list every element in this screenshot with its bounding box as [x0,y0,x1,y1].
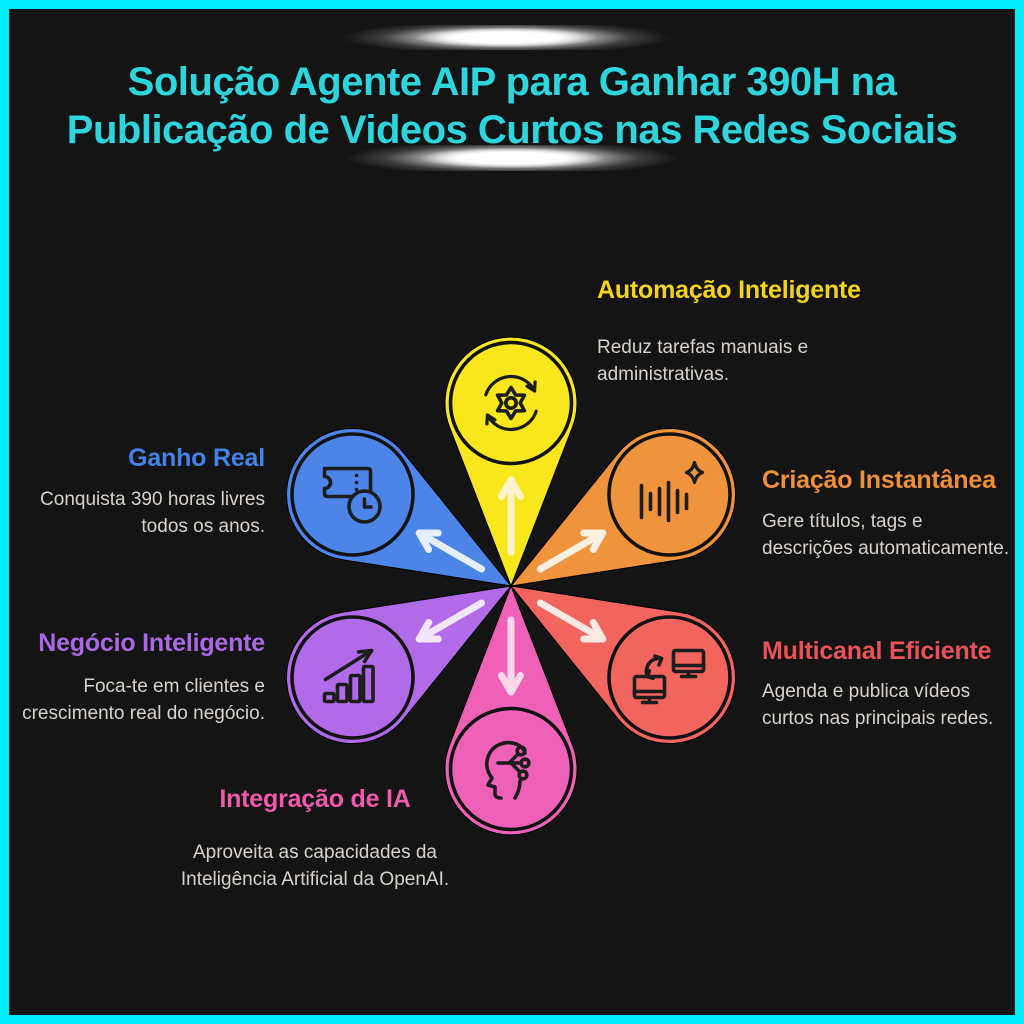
petal-circle-outline [290,615,415,740]
center-arrow-negocio [415,599,486,643]
section-body-line1: Gere títulos, tags e [762,511,923,532]
section-body-line2: todos os anos. [141,516,265,537]
petal-circle-outline [607,432,732,557]
section-body-line2: crescimento real do negócio. [22,703,265,724]
section-integracao-de-ia: Integração de IA Aproveita as capacidade… [181,785,449,893]
section-body-line1: Conquista 390 horas livres [40,489,265,510]
waveform-sparkle-icon [639,460,705,523]
section-body-line2: administrativas. [597,364,729,385]
center-arrow-multicanal [536,599,607,643]
petal-circle-outline [448,706,574,832]
petal-circle-outline [448,340,574,466]
section-body-line1: Aproveita as capacidades da [192,842,437,863]
section-body: Aproveita as capacidades da Inteligência… [181,839,449,893]
title-line-2: Publicação de Videos Curtos nas Redes So… [66,108,958,152]
section-heading: Negócio Inteligente [38,629,265,657]
section-body: Foca-te em clientes e crescimento real d… [22,673,265,727]
page-title: Solução Agente AIP para Ganhar 390H na P… [0,58,1024,154]
section-heading: Multicanal Eficiente [762,637,992,665]
section-body-line2: curtos nas principais redes. [762,708,994,729]
ticket-clock-icon [322,466,382,524]
center-arrow-ganho [415,529,486,573]
section-body: Gere títulos, tags e descrições automati… [762,508,1009,562]
monitors-sync-icon [632,648,706,705]
section-body-line2: Inteligência Artificial da OpenAI. [180,869,450,890]
growth-chart-icon [322,648,375,704]
section-heading: Automação Inteligente [597,276,861,304]
petal-criacao [509,427,737,587]
section-negocio-inteligente: Negócio Inteligente Foca-te em clientes … [22,629,265,727]
center-arrow-integracao [498,616,524,696]
section-ganho-real: Ganho Real Conquista 390 horas livres to… [40,444,265,540]
section-heading: Ganho Real [128,444,265,472]
petal-circle-outline [290,432,415,557]
center-arrow-criacao [536,529,607,573]
section-criacao-instantanea: Criação Instantânea Gere títulos, tags e… [762,466,1009,562]
petal-multicanal [509,585,737,745]
section-automacao-inteligente: Automação Inteligente Reduz tarefas manu… [597,276,861,388]
title-line-1: Solução Agente AIP para Ganhar 390H na [127,60,897,104]
petal-negocio [285,585,513,745]
section-heading: Integração de IA [219,785,411,813]
center-arrow-automacao [498,476,524,556]
petal-integracao [444,584,578,836]
section-body-line2: descrições automaticamente. [762,538,1010,559]
section-heading: Criação Instantânea [762,466,996,494]
section-multicanal-eficiente: Multicanal Eficiente Agenda e publica ví… [762,637,993,732]
head-circuit-icon [484,740,531,800]
section-body-line1: Foca-te em clientes e [83,676,265,697]
section-body-line1: Reduz tarefas manuais e [597,337,809,358]
section-body: Conquista 390 horas livres todos os anos… [40,486,265,540]
section-body: Reduz tarefas manuais e administrativas. [597,334,861,388]
petal-automacao [444,336,578,588]
section-body-line1: Agenda e publica vídeos [762,681,971,702]
petal-circle-outline [607,615,732,740]
section-body: Agenda e publica vídeos curtos nas princ… [762,678,993,732]
sync-gear-icon [484,374,538,432]
